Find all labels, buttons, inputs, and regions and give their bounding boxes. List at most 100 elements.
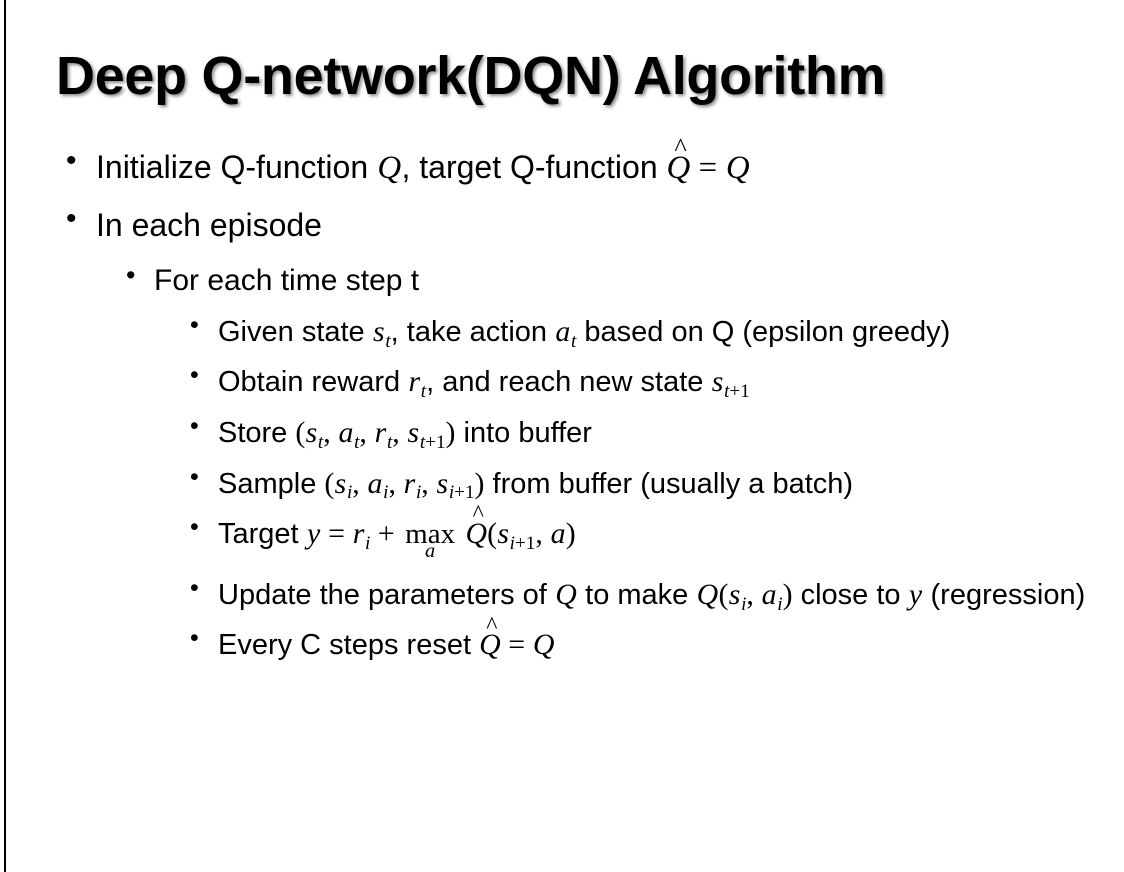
math-paren-close: ) bbox=[474, 466, 485, 500]
math-subscript: t bbox=[354, 431, 360, 453]
text-fragment: , take action bbox=[390, 315, 556, 348]
math-var-base: Q bbox=[479, 628, 501, 662]
math-var-q: Q bbox=[555, 577, 577, 611]
math-subscript: t bbox=[420, 381, 427, 403]
math-operator-equals: = bbox=[508, 628, 526, 662]
math-operator-equals: = bbox=[698, 150, 718, 186]
math-comma: , bbox=[323, 416, 339, 450]
math-var-r: r bbox=[408, 365, 421, 399]
text-fragment: Target bbox=[218, 518, 307, 551]
math-var-q-hat: ^Q bbox=[479, 614, 501, 665]
math-var-base: Q bbox=[465, 517, 488, 551]
text-fragment: Sample bbox=[218, 467, 325, 500]
subscript-var: i bbox=[509, 532, 515, 554]
math-subscript: i bbox=[365, 532, 371, 554]
text-fragment: from buffer (usually a batch) bbox=[484, 467, 854, 500]
math-comma: , bbox=[388, 466, 404, 500]
math-paren-open: ( bbox=[295, 416, 306, 450]
math-operator-equals: = bbox=[328, 517, 345, 551]
math-paren-open: ( bbox=[718, 577, 729, 611]
bullet-glyph-icon: • bbox=[190, 412, 199, 441]
math-subscript: t bbox=[386, 431, 393, 453]
math-var-a: a bbox=[367, 466, 383, 500]
math-subscript: i+1 bbox=[509, 532, 536, 554]
text-fragment: based on Q (epsilon greedy) bbox=[576, 315, 951, 348]
math-var-q-rhs: Q bbox=[725, 150, 750, 186]
list-item-given-state: • Given state st, take action at based o… bbox=[0, 310, 1124, 355]
math-var-s: s bbox=[373, 314, 385, 348]
subscript-plus: + bbox=[729, 381, 741, 403]
text-fragment: Store bbox=[218, 417, 296, 450]
list-item-store-transition: • Store (st, at, rt, st+1) into buffer bbox=[0, 413, 1124, 456]
list-item-text: Obtain reward rt, and reach new state st… bbox=[218, 362, 1124, 405]
list-item-update-parameters: • Update the parameters of Q to make Q(s… bbox=[0, 573, 1124, 618]
math-paren-close: ) bbox=[782, 577, 793, 611]
math-subscript: i bbox=[383, 482, 389, 504]
math-var-y: y bbox=[908, 577, 923, 611]
math-var-s: s bbox=[728, 577, 741, 611]
math-var-a: a bbox=[555, 314, 571, 348]
algorithm-bullet-list: • Initialize Q-function Q, target Q-func… bbox=[0, 134, 1124, 673]
list-item-reset-target-network: • Every C steps reset ^Q=Q bbox=[0, 614, 1124, 665]
list-item-initialize: • Initialize Q-function Q, target Q-func… bbox=[0, 134, 1124, 188]
math-var-a: a bbox=[761, 577, 777, 611]
list-item-text: Given state st, take action at based on … bbox=[218, 312, 1124, 355]
math-var-a: a bbox=[338, 416, 354, 450]
math-var-a: a bbox=[550, 517, 566, 551]
math-var-s: s bbox=[711, 365, 724, 399]
bullet-glyph-icon: • bbox=[66, 144, 77, 177]
math-comma: , bbox=[392, 416, 408, 450]
math-comma: , bbox=[352, 466, 368, 500]
subscript-number: 1 bbox=[435, 431, 446, 453]
math-var-s: s bbox=[334, 466, 347, 500]
list-item-text: Every C steps reset ^Q=Q bbox=[218, 614, 1124, 665]
math-var-y: y bbox=[306, 517, 321, 551]
math-subscript: i bbox=[415, 482, 422, 504]
math-var-s-next: s bbox=[436, 466, 449, 500]
text-fragment: Update the parameters of bbox=[218, 578, 555, 611]
math-var-q: Q bbox=[377, 150, 402, 186]
math-subscript: t bbox=[385, 330, 391, 352]
bullet-glyph-icon: • bbox=[190, 573, 199, 602]
math-paren-close: ) bbox=[445, 416, 456, 450]
list-item-text: Update the parameters of Q to make Q(si,… bbox=[218, 575, 1124, 618]
math-var-r: r bbox=[374, 416, 387, 450]
slide-left-edge-rule bbox=[4, 0, 6, 872]
math-var-q-rhs: Q bbox=[532, 628, 555, 662]
math-operator-plus: + bbox=[377, 517, 395, 551]
math-subscript: i+1 bbox=[448, 482, 475, 503]
math-subscript: i bbox=[346, 482, 353, 504]
math-var-q-func: Q bbox=[696, 577, 719, 611]
math-var-s-next: s bbox=[407, 416, 420, 450]
subscript-number: 1 bbox=[740, 381, 750, 403]
list-item-sample-batch: • Sample (si, ai, ri, si+1) from buffer … bbox=[0, 462, 1124, 507]
list-item-text: Store (st, at, rt, st+1) into buffer bbox=[218, 413, 1124, 456]
bullet-glyph-icon: • bbox=[190, 310, 199, 339]
math-paren-close: ) bbox=[565, 517, 576, 551]
text-fragment: (regression) bbox=[922, 578, 1086, 611]
math-paren-open: ( bbox=[487, 517, 498, 551]
math-var-r: r bbox=[352, 517, 365, 551]
math-paren-open: ( bbox=[324, 466, 335, 500]
bullet-glyph-icon: • bbox=[190, 361, 199, 390]
list-item-for-each-time-step: • For each time step t bbox=[0, 261, 1124, 300]
math-comma: , bbox=[535, 517, 551, 551]
math-subscript: t bbox=[317, 431, 324, 453]
bullet-glyph-icon: • bbox=[190, 513, 199, 542]
list-item-text: In each episode bbox=[96, 207, 322, 244]
math-comma: , bbox=[746, 577, 762, 611]
math-subscript: i bbox=[741, 593, 747, 615]
list-item-text: Initialize Q-function Q, target Q-functi… bbox=[96, 134, 1124, 188]
bullet-glyph-icon: • bbox=[190, 462, 199, 491]
max-label: max bbox=[405, 518, 456, 551]
list-item-text: For each time step t bbox=[154, 264, 420, 298]
text-fragment: , target Q-function bbox=[401, 149, 667, 185]
text-fragment: Initialize Q-function bbox=[96, 149, 378, 185]
math-subscript: i bbox=[777, 593, 783, 615]
subscript-plus: + bbox=[425, 431, 436, 453]
page-title: Deep Q-network(DQN) Algorithm bbox=[56, 46, 886, 106]
text-fragment: to make bbox=[577, 578, 697, 611]
math-var-r: r bbox=[403, 466, 416, 500]
